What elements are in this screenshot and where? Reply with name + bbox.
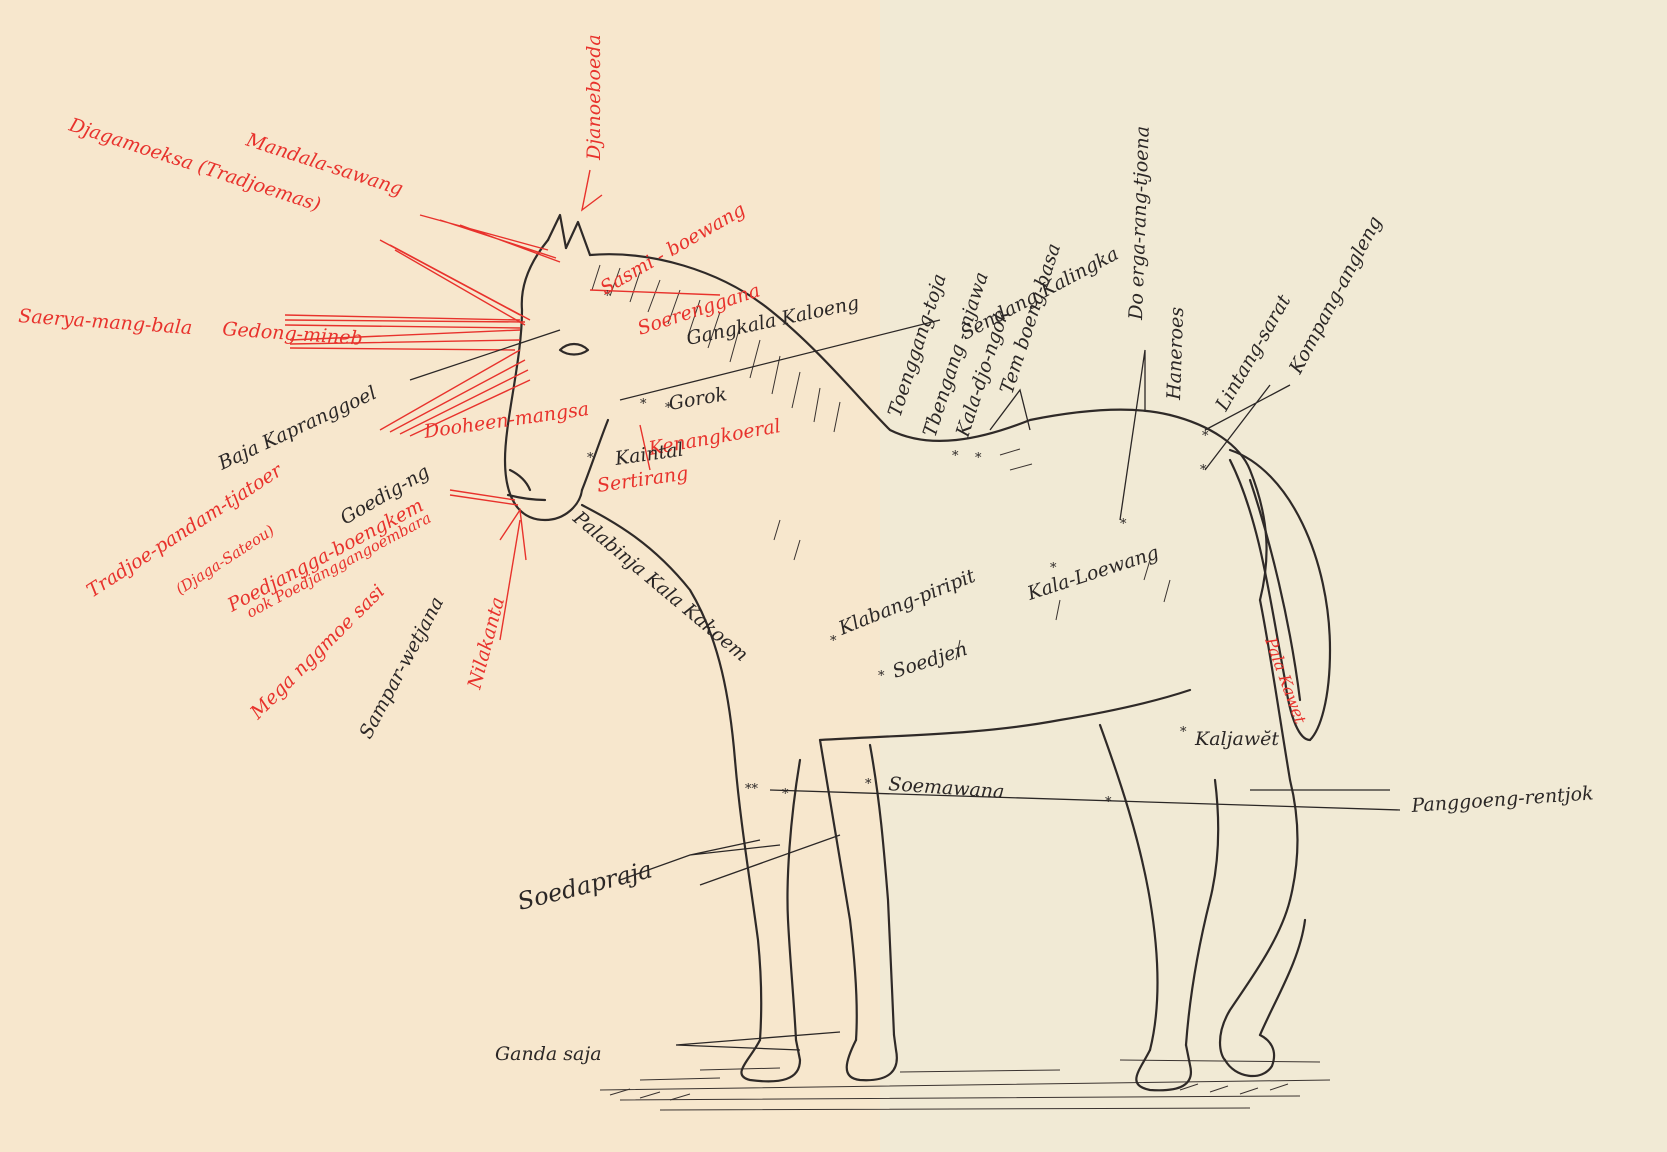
label-kaljawet: Kaljawĕt xyxy=(1194,728,1279,750)
svg-text:*: * xyxy=(1120,517,1127,532)
label-gedong-mineb: Gedong-mineb xyxy=(222,318,364,350)
label-haneroes: Haneroes xyxy=(1163,306,1188,401)
label-nilakanta: Nilakanta xyxy=(463,595,509,693)
label-pala-kawet: Pala Kawet xyxy=(1261,634,1310,727)
label-sertirang: Sertirang xyxy=(596,462,690,497)
label-kala-loewang: Kala-Loewang xyxy=(1024,542,1162,605)
label-soemawana: Soemawana xyxy=(888,773,1005,803)
black-labels: Gangkala Kaloeng Baja Kapranggoel Gorok … xyxy=(214,126,1594,1065)
label-do-erga-rang-tjoena: Do erga-rang-tjoena xyxy=(1125,126,1154,322)
label-panggoeng-rentjok: Panggoeng-rentjok xyxy=(1410,782,1594,817)
label-sasmita-boewang: Sasmi - boewang xyxy=(597,199,750,300)
svg-text:*: * xyxy=(587,451,594,466)
svg-text:**: ** xyxy=(745,782,759,797)
label-soedjen: Soedjen xyxy=(890,638,970,683)
svg-text:*: * xyxy=(830,634,837,649)
ground-hatching xyxy=(600,1060,1330,1110)
label-baja-kapranggoel: Baja Kapranggoel xyxy=(214,382,380,475)
svg-text:*: * xyxy=(1200,463,1207,478)
svg-text:*: * xyxy=(1202,429,1209,444)
label-klabang-piripit: Klabang-piripit xyxy=(835,565,979,640)
label-gorok: Gorok xyxy=(667,383,729,415)
svg-text:*: * xyxy=(865,777,872,792)
label-poedjangga-boengkem: Poedjangga-boengkem xyxy=(223,494,427,616)
label-djagamoeksa: Djagamoeksa (Tradjoemas) xyxy=(66,114,324,217)
red-labels: Djanoeboeda Mandala-sawang Djagamoeksa (… xyxy=(18,34,1311,727)
label-kompang-angleng: Kompang-angleng xyxy=(1285,213,1387,379)
svg-text:*: * xyxy=(640,397,647,412)
svg-text:*: * xyxy=(1180,725,1187,740)
label-palabinja: Palabinja Kala Kakoem xyxy=(568,506,752,666)
svg-text:*: * xyxy=(1105,795,1112,810)
label-saerya-mang-bala: Saerya-mang-bala xyxy=(18,305,193,339)
label-soedapraja: Soedapraja xyxy=(515,855,655,915)
label-ook-poedjanggan: ook Poedjanggangoembara xyxy=(243,509,434,622)
svg-text:*: * xyxy=(952,449,959,464)
black-leader-lines xyxy=(410,320,1400,1050)
svg-text:*: * xyxy=(782,787,789,802)
svg-text:*: * xyxy=(975,451,982,466)
label-djanoeboeda: Djanoeboeda xyxy=(583,34,605,161)
label-lintang-sarat: Lintang-sarat xyxy=(1211,291,1296,416)
svg-text:*: * xyxy=(878,669,885,684)
label-ganda-saja: Ganda saja xyxy=(495,1043,602,1065)
